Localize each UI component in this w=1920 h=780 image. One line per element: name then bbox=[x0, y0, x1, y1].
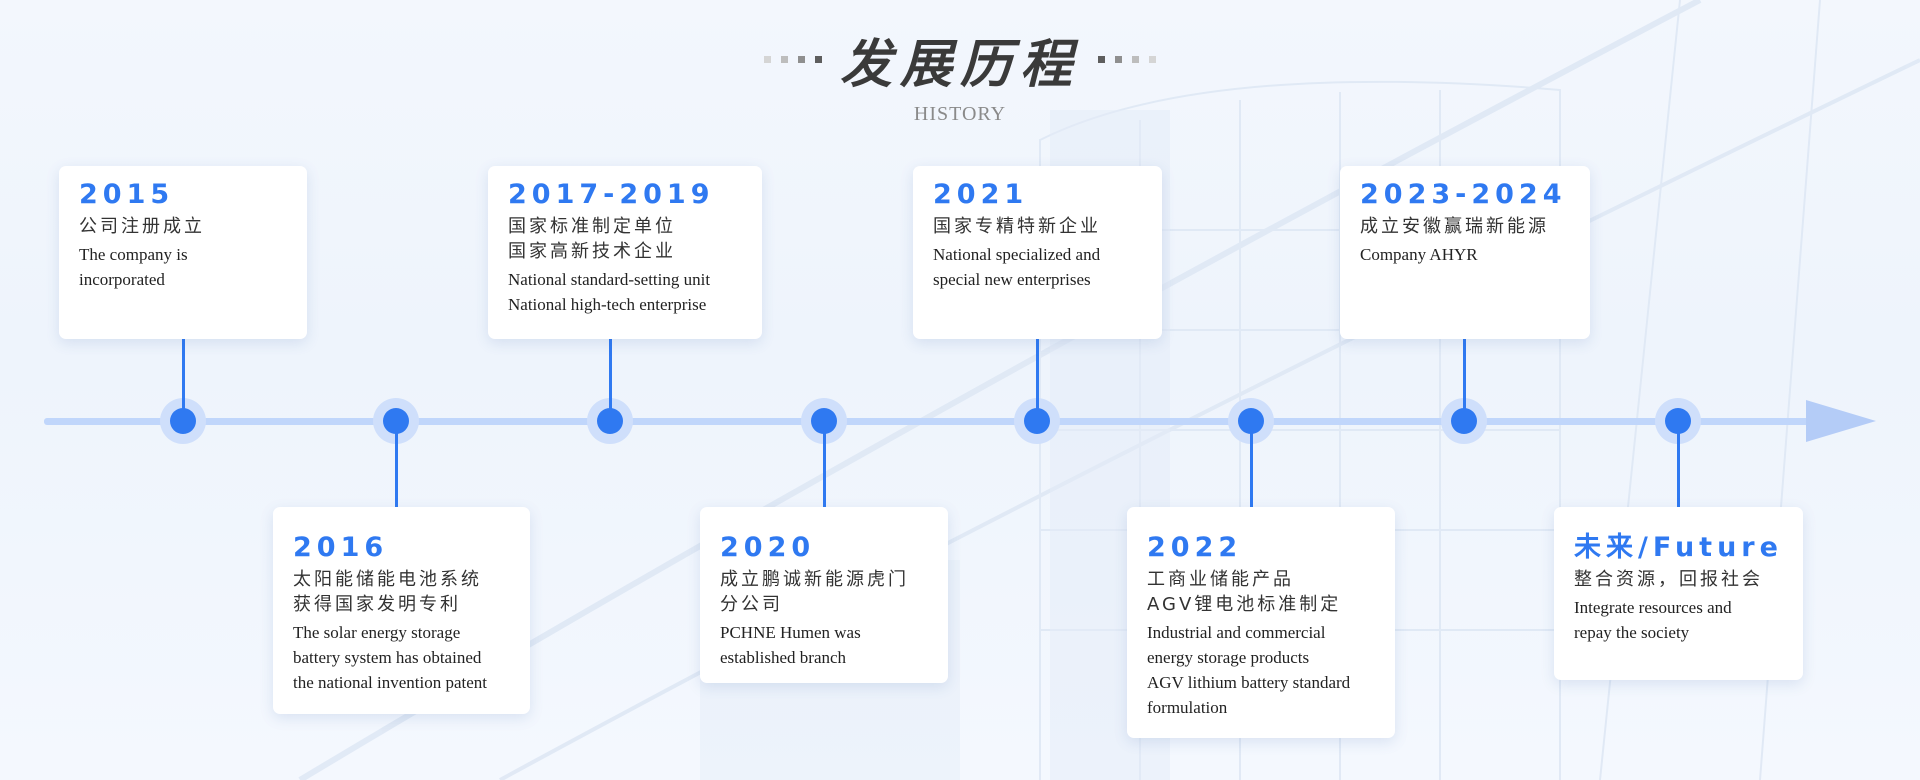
milestone-year: 2023-2024 bbox=[1360, 179, 1567, 210]
milestone-desc-en: The company is incorporated bbox=[79, 245, 188, 289]
milestone-desc-en: National standard-setting unit National … bbox=[508, 270, 711, 314]
milestone-title-zh: 成立鹏诚新能源虎门 分公司 bbox=[720, 569, 909, 615]
title-decoration-right bbox=[1098, 56, 1156, 63]
timeline-card-2016: 2016 太阳能储能电池系统 获得国家发明专利 The solar energy… bbox=[273, 507, 530, 714]
timeline-connector bbox=[1036, 326, 1039, 420]
milestone-year: 2017-2019 bbox=[508, 179, 715, 210]
timeline-card-2015: 2015 公司注册成立 The company is incorporated bbox=[59, 166, 307, 339]
milestone-title-zh: 国家专精特新企业 bbox=[933, 216, 1101, 237]
timeline-axis bbox=[44, 418, 1844, 425]
timeline-connector bbox=[1677, 421, 1680, 519]
timeline-arrow-icon bbox=[1806, 400, 1876, 442]
milestone-desc-en: Company AHYR bbox=[1360, 245, 1478, 264]
milestone-title-zh: 太阳能储能电池系统 获得国家发明专利 bbox=[293, 569, 482, 615]
timeline-card-2020: 2020 成立鹏诚新能源虎门 分公司 PCHNE Humen was estab… bbox=[700, 507, 948, 683]
page-subtitle: HISTORY bbox=[913, 103, 1007, 125]
milestone-year: 2020 bbox=[720, 532, 816, 563]
timeline-card-future: 未来/Future 整合资源，回报社会 Integrate resources … bbox=[1554, 507, 1803, 680]
timeline-connector bbox=[182, 322, 185, 420]
timeline-card-2017-2019: 2017-2019 国家标准制定单位 国家高新技术企业 National sta… bbox=[488, 166, 762, 339]
milestone-desc-en: Integrate resources and repay the societ… bbox=[1574, 598, 1732, 642]
milestone-desc-en: PCHNE Humen was established branch bbox=[720, 623, 861, 667]
milestone-title-zh: 公司注册成立 bbox=[79, 216, 205, 237]
timeline-connector bbox=[823, 421, 826, 519]
milestone-desc-en: The solar energy storage battery system … bbox=[293, 623, 488, 692]
timeline-card-2022: 2022 工商业储能产品 AGV锂电池标准制定 Industrial and c… bbox=[1127, 507, 1395, 738]
milestone-year: 2021 bbox=[933, 179, 1029, 210]
milestone-desc-en: National specialized and special new ent… bbox=[933, 245, 1101, 289]
timeline-connector bbox=[1463, 326, 1466, 420]
milestone-year: 2015 bbox=[79, 179, 175, 210]
timeline-connector bbox=[395, 421, 398, 515]
timeline-card-2021: 2021 国家专精特新企业 National specialized and s… bbox=[913, 166, 1162, 339]
page-title: 发展历程 bbox=[839, 35, 1080, 95]
timeline-card-2023-2024: 2023-2024 成立安徽赢瑞新能源 Company AHYR bbox=[1340, 166, 1590, 339]
page-header: 发展历程 HISTORY bbox=[0, 22, 1920, 126]
timeline-connector bbox=[1250, 421, 1253, 519]
milestone-title-zh: 国家标准制定单位 国家高新技术企业 bbox=[508, 216, 676, 262]
title-decoration-left bbox=[763, 56, 822, 63]
milestone-title-zh: 成立安徽赢瑞新能源 bbox=[1360, 216, 1549, 237]
milestone-year: 2022 bbox=[1147, 532, 1243, 563]
milestone-desc-en: Industrial and commercial energy storage… bbox=[1147, 623, 1351, 717]
milestone-title-zh: 工商业储能产品 AGV锂电池标准制定 bbox=[1147, 569, 1342, 615]
milestone-title-zh: 整合资源，回报社会 bbox=[1574, 569, 1763, 590]
timeline-connector bbox=[609, 326, 612, 420]
milestone-year: 2016 bbox=[293, 532, 389, 563]
milestone-year: 未来/Future bbox=[1574, 532, 1783, 563]
